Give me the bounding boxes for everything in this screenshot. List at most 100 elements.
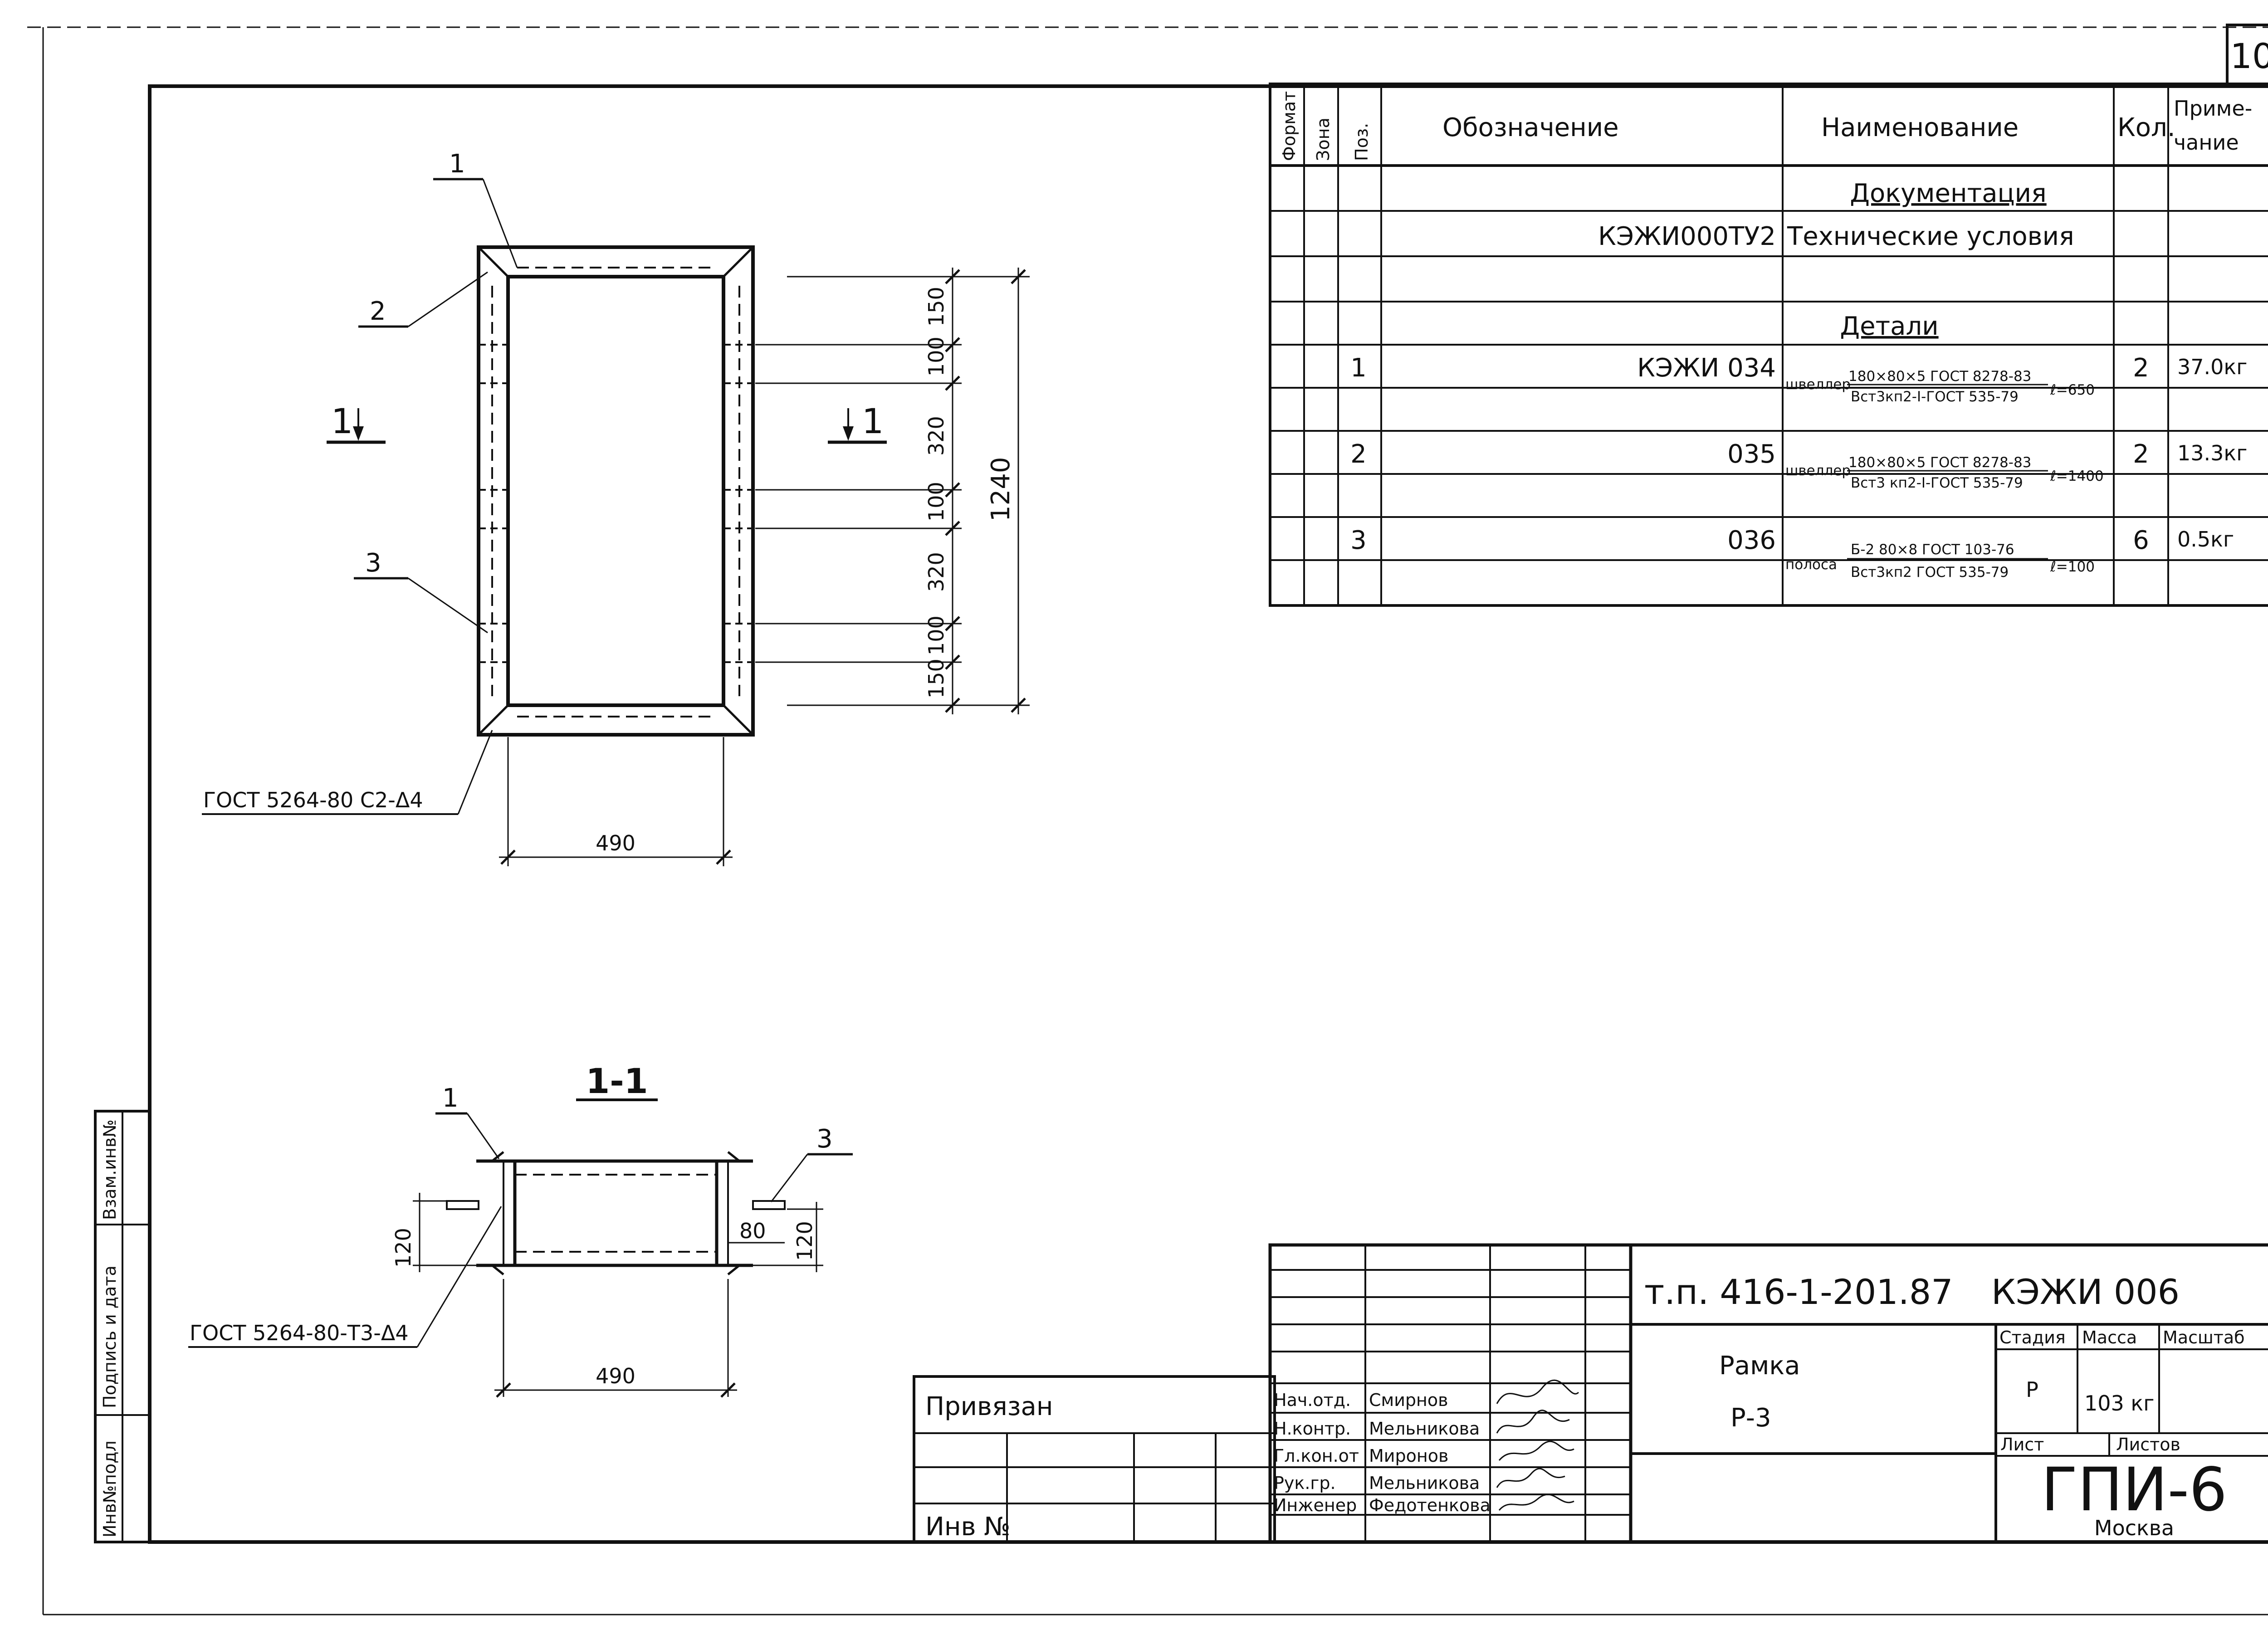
callout-1: 1 bbox=[449, 149, 465, 179]
section-callout-3: 3 bbox=[816, 1124, 833, 1154]
sheet-number-box: 10 bbox=[2226, 24, 2268, 88]
org-name: ГПИ-6 bbox=[2041, 1455, 2227, 1525]
spec-doc-name: Технические условия bbox=[1787, 222, 2074, 251]
spec-row-qty: 6 bbox=[2133, 526, 2149, 555]
spec-header-note-2: чание bbox=[2174, 130, 2239, 155]
staff-role: Инженер bbox=[1274, 1495, 1357, 1515]
side-stamp: Инв№подл Подпись и дата Взам.инв№ bbox=[94, 1110, 151, 1543]
spec-row-note: 13.3кг bbox=[2177, 441, 2247, 465]
weld-note-bottom: ГОСТ 5264-80-Т3-Δ4 bbox=[190, 1321, 409, 1345]
spec-row-name-bottom: Вст3 кп2-I-ГОСТ 535-79 bbox=[1851, 475, 2023, 491]
staff-name: Федотенкова bbox=[1369, 1495, 1491, 1515]
sheet-label: Лист bbox=[2000, 1435, 2044, 1454]
doc-code: т.п. 416-1-201.87 bbox=[1644, 1272, 1953, 1312]
spec-row-qty: 2 bbox=[2133, 439, 2149, 469]
section-markers: 1 1 bbox=[327, 401, 887, 444]
mass-value: 103 кг bbox=[2084, 1391, 2154, 1415]
spec-section-documentation: Документация bbox=[1850, 179, 2046, 208]
section-marker-right: 1 bbox=[862, 401, 884, 441]
dim-100-a: 100 bbox=[924, 337, 948, 376]
spec-row-name-bottom: Вст3кп2-I-ГОСТ 535-79 bbox=[1851, 389, 2019, 405]
spec-row: 3 036 полоса Б-2 80×8 ГОСТ 103-76 Вст3кп… bbox=[1350, 526, 2234, 581]
weld-note-top: ГОСТ 5264-80 С2-Δ4 bbox=[203, 788, 423, 812]
spec-row-length: ℓ=650 bbox=[2050, 382, 2095, 398]
spec-header-note-1: Приме- bbox=[2174, 96, 2252, 121]
dim-100-b: 100 bbox=[924, 482, 948, 522]
drawing-name-line1: Рамка bbox=[1719, 1351, 1800, 1381]
spec-row-name-top: 180×80×5 ГОСТ 8278-83 bbox=[1848, 454, 2031, 471]
title-block: т.п. 416-1-201.87 КЭЖИ 006 Рамка Р-3 Ста… bbox=[1268, 1243, 2268, 1544]
stage-label: Стадия bbox=[1999, 1328, 2066, 1347]
spec-row: 2 035 швеллер 180×80×5 ГОСТ 8278-83 Вст3… bbox=[1350, 439, 2247, 491]
vertical-dimensions: 150 100 320 100 320 100 150 1240 bbox=[755, 268, 1030, 714]
inv-no-label: Инв № bbox=[925, 1512, 1011, 1542]
spec-row-name-top: Б-2 80×8 ГОСТ 103-76 bbox=[1851, 542, 2014, 558]
dim-320-b: 320 bbox=[924, 552, 948, 592]
side-stamp-replacement: Взам.инв№ bbox=[100, 1119, 120, 1220]
spec-row-name-bottom: Вст3кп2 ГОСТ 535-79 bbox=[1851, 564, 2009, 581]
section-dim-right: 120 bbox=[792, 1221, 817, 1261]
spec-section-parts: Детали bbox=[1840, 312, 1938, 341]
sheets-label: Листов bbox=[2116, 1435, 2180, 1454]
org-city: Москва bbox=[2094, 1516, 2174, 1540]
dim-width-plan: 490 bbox=[596, 831, 635, 855]
section-marker-left: 1 bbox=[331, 401, 353, 441]
binding-block: Привязан Инв № bbox=[913, 1375, 1276, 1543]
mass-label: Масса bbox=[2082, 1328, 2137, 1347]
scale-label: Масштаб bbox=[2163, 1328, 2245, 1347]
dim-150-bottom: 150 bbox=[924, 659, 948, 698]
spec-header-qty: Кол. bbox=[2117, 113, 2175, 142]
spec-row-note: 0.5кг bbox=[2177, 527, 2234, 552]
sheet-number: 10 bbox=[2230, 36, 2268, 76]
section-dim-width: 490 bbox=[596, 1364, 635, 1388]
staff-name: Мельникова bbox=[1369, 1473, 1480, 1493]
spec-row-prefix: полоса bbox=[1785, 556, 1837, 573]
spec-row-designation: 035 bbox=[1727, 439, 1776, 469]
staff-role: Нач.отд. bbox=[1274, 1390, 1351, 1410]
section-dim-strip: 80 bbox=[739, 1219, 766, 1243]
spec-table: Формат Зона Поз. Обозначение Наименовани… bbox=[1269, 83, 2268, 607]
signatures bbox=[1496, 1380, 1579, 1511]
spec-row-length: ℓ=100 bbox=[2050, 559, 2095, 575]
spec-header-format: Формат bbox=[1279, 91, 1299, 161]
stage-value: Р bbox=[2026, 1377, 2038, 1402]
dim-150-top: 150 bbox=[924, 287, 948, 327]
spec-row-prefix: швеллер bbox=[1785, 376, 1851, 393]
staff-role: Гл.кон.от bbox=[1274, 1446, 1359, 1466]
plan-width-dimension: 490 bbox=[499, 737, 733, 866]
frame-plan-view bbox=[477, 245, 755, 737]
spec-header-zone: Зона bbox=[1313, 117, 1333, 161]
spec-row-prefix: швеллер bbox=[1785, 463, 1851, 479]
spec-row-note: 37.0кг bbox=[2177, 355, 2247, 379]
dim-total: 1240 bbox=[986, 457, 1016, 522]
callout-3: 3 bbox=[365, 548, 381, 578]
spec-header-designation: Обозначение bbox=[1442, 113, 1619, 142]
section-dim-left: 120 bbox=[391, 1228, 415, 1268]
spec-row-designation: КЭЖИ 034 bbox=[1637, 353, 1776, 383]
binding-label: Привязан bbox=[925, 1392, 1053, 1421]
dim-320-a: 320 bbox=[924, 416, 948, 456]
staff-name: Миронов bbox=[1369, 1446, 1448, 1466]
spec-doc-designation: КЭЖИ000ТУ2 bbox=[1598, 222, 1776, 251]
staff-role: Рук.гр. bbox=[1274, 1473, 1336, 1493]
drawing-name-line2: Р-3 bbox=[1730, 1403, 1771, 1433]
spec-row-name-top: 180×80×5 ГОСТ 8278-83 bbox=[1848, 368, 2031, 385]
callout-2: 2 bbox=[370, 297, 386, 326]
spec-row-pos: 2 bbox=[1350, 439, 1367, 469]
spec-row: 1 КЭЖИ 034 швеллер 180×80×5 ГОСТ 8278-83… bbox=[1350, 353, 2247, 405]
spec-header-pos: Поз. bbox=[1352, 123, 1372, 161]
spec-row-qty: 2 bbox=[2133, 353, 2149, 383]
staff-role: Н.контр. bbox=[1274, 1419, 1351, 1439]
section-callout-1: 1 bbox=[442, 1083, 459, 1113]
doc-code-suffix: КЭЖИ 006 bbox=[1991, 1272, 2180, 1312]
dim-100-c: 100 bbox=[924, 615, 948, 655]
staff-list: Нач.отд. Смирнов Н.контр. Мельникова Гл.… bbox=[1274, 1390, 1491, 1515]
spec-row-length: ℓ=1400 bbox=[2050, 468, 2104, 484]
staff-name: Смирнов bbox=[1369, 1390, 1448, 1410]
staff-name: Мельникова bbox=[1369, 1419, 1480, 1439]
spec-row-pos: 1 bbox=[1350, 353, 1367, 383]
side-stamp-signature: Подпись и дата bbox=[100, 1265, 120, 1408]
spec-row-pos: 3 bbox=[1350, 526, 1367, 555]
side-stamp-inv: Инв№подл bbox=[100, 1440, 120, 1537]
